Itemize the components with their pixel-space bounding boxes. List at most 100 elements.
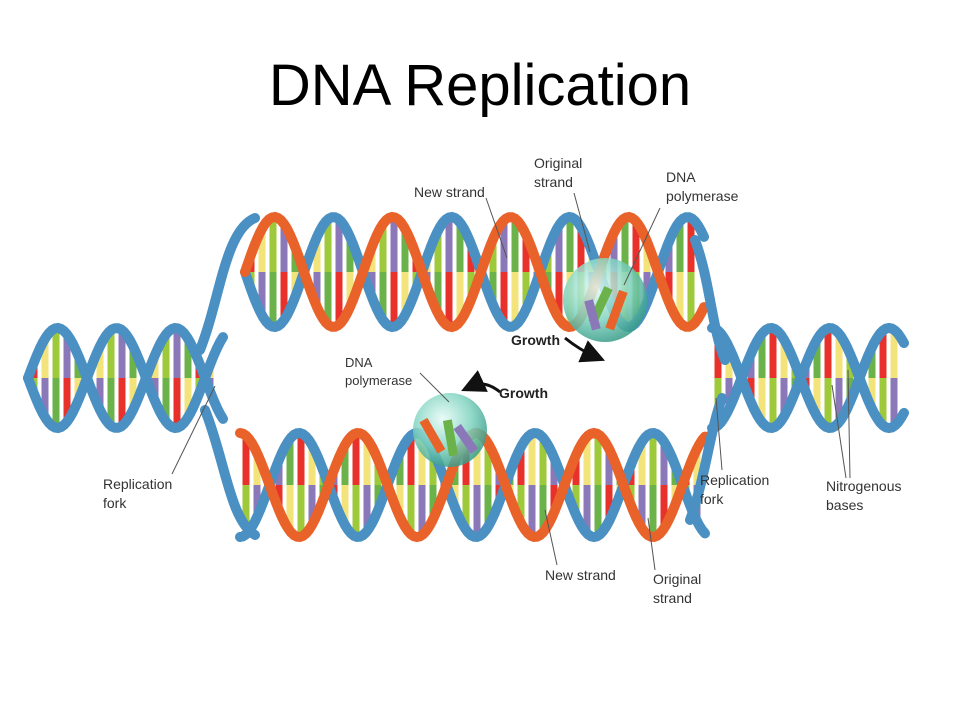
lower-daughter-helix-base: [649, 433, 657, 485]
left-parental-helix-base: [107, 378, 115, 426]
lower-daughter-helix-base: [605, 485, 613, 522]
upper-daughter-helix-base: [434, 272, 442, 314]
lower-daughter-helix-base: [286, 485, 294, 532]
right-parental-helix-base: [813, 339, 821, 378]
upper-daughter-helix-base: [500, 220, 508, 272]
left-parental-helix-base: [41, 378, 49, 418]
lower-daughter-helix-base: [352, 433, 360, 485]
growth-arrow-top: [564, 336, 606, 363]
upper-daughter-helix-base: [280, 223, 288, 272]
lower-daughter-helix-base: [462, 485, 470, 530]
upper-daughter-helix-base: [500, 272, 508, 324]
label-original-strand-top: Original strand: [534, 155, 586, 190]
lower-daughter-helix-base: [297, 485, 305, 537]
lower-daughter-helix-base: [550, 457, 558, 485]
upper-daughter-helix-base: [313, 272, 321, 308]
right-parental-helix-base: [758, 378, 766, 423]
leader-dna-polymerase-top: [623, 207, 661, 286]
left-parental-helix-base: [173, 328, 181, 378]
upper-daughter-helix-base: [566, 217, 574, 272]
upper-daughter-helix-base: [390, 272, 398, 327]
right-parental-helix-base: [835, 378, 843, 423]
lower-daughter-helix-base: [418, 485, 426, 536]
lower-daughter-helix-base: [418, 434, 426, 485]
label-new-strand-bottom: New strand: [545, 567, 616, 583]
lower-daughter-helix-base: [517, 485, 525, 524]
left-parental-helix-base: [162, 378, 170, 422]
lower-daughter-helix-base: [660, 485, 668, 529]
leader-nitrogenous-bases-2: [847, 369, 851, 479]
lower-daughter-helix-base: [473, 433, 481, 485]
lower-daughter-helix-base: [605, 448, 613, 485]
left-parental-helix-strand-b: [23, 322, 228, 433]
lower-daughter-helix-base: [638, 485, 646, 529]
upper-daughter-helix-base: [335, 272, 343, 325]
lower-daughter-helix-base: [638, 441, 646, 485]
right-parental-helix-base: [824, 378, 832, 428]
lower-daughter-helix-base: [539, 437, 547, 485]
upper-daughter-helix-base: [401, 228, 409, 272]
right-parental-helix-base: [890, 329, 898, 378]
upper-daughter-helix-base: [555, 225, 563, 272]
upper-daughter-helix-base: [324, 219, 332, 272]
lower-daughter-helix-base: [308, 485, 316, 526]
upper-daughter-helix-base: [687, 217, 695, 272]
upper-daughter-helix-base: [379, 272, 387, 321]
upper-daughter-helix-base: [269, 272, 277, 327]
upper-daughter-helix-base: [280, 272, 288, 321]
lower-daughter-helix-base: [594, 485, 602, 536]
leader-new-strand-bottom: [544, 509, 558, 566]
lower-daughter-helix-base: [308, 444, 316, 485]
lower-daughter-helix-base: [473, 485, 481, 537]
lower-daughter-helix-base: [660, 441, 668, 485]
upper-daughter-helix-base: [346, 236, 354, 272]
right-fork-upper-arm: [690, 235, 730, 365]
leader-nitrogenous-bases-1: [831, 384, 847, 479]
diagram-title: DNA Replication: [268, 53, 692, 118]
left-parental-helix-base: [96, 346, 104, 378]
lower-daughter-helix-base: [517, 446, 525, 485]
label-growth-top: Growth: [511, 332, 560, 348]
left-parental-helix-base: [41, 338, 49, 378]
lower-daughter-helix-base: [583, 436, 591, 485]
leader-replication-fork-right: [715, 397, 723, 471]
dna-polymerase-bottom-enzyme: [413, 393, 487, 467]
upper-daughter-helix-base: [335, 219, 343, 272]
right-parental-helix-base: [890, 378, 898, 427]
right-parental-helix-base: [868, 378, 876, 409]
upper-daughter-helix-base: [555, 272, 563, 319]
upper-daughter-helix-base: [401, 272, 409, 316]
upper-daughter-helix-base: [643, 272, 651, 303]
upper-daughter-helix-base: [632, 221, 640, 272]
lower-daughter-helix-base: [528, 485, 536, 537]
lower-daughter-helix-base: [297, 433, 305, 485]
left-parental-helix-base: [63, 334, 71, 378]
lower-daughter-helix-base: [341, 444, 349, 485]
upper-daughter-helix-base: [390, 217, 398, 272]
label-growth-bottom: Growth: [499, 385, 548, 401]
lower-daughter-helix-base: [693, 448, 701, 485]
upper-daughter-helix-base: [676, 272, 684, 323]
upper-daughter-helix-base: [489, 272, 497, 305]
left-parental-helix-base: [96, 378, 104, 410]
lower-daughter-helix-base: [407, 435, 415, 485]
upper-daughter-helix-base: [621, 217, 629, 272]
label-replication-fork-right: Replication fork: [700, 472, 773, 507]
upper-daughter-helix-base: [269, 217, 277, 272]
lower-daughter-helix-base: [242, 435, 250, 485]
right-parental-helix-base: [725, 378, 733, 409]
left-parental-helix-base: [184, 338, 192, 378]
lower-daughter-helix-base: [286, 438, 294, 485]
upper-daughter-helix-base: [665, 272, 673, 303]
right-parental-helix-base: [769, 328, 777, 378]
lower-daughter-helix-base: [550, 485, 558, 513]
lower-daughter-helix-base: [572, 455, 580, 485]
left-parental-helix-base: [184, 378, 192, 418]
right-parental-helix-base: [824, 328, 832, 378]
upper-daughter-helix-base: [324, 272, 332, 325]
leader-new-strand-top: [485, 197, 508, 259]
upper-daughter-helix-base: [643, 241, 651, 272]
left-fork-upper-arm: [195, 213, 260, 355]
upper-daughter-helix-base: [445, 272, 453, 327]
right-parental-helix-base: [868, 347, 876, 378]
